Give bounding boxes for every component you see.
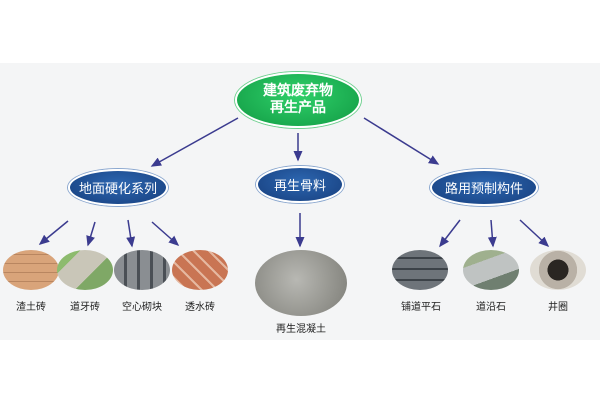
permeable-brick-image (172, 250, 228, 290)
arrow-cat0-item1 (86, 221, 96, 247)
arrow-root-to-cat2 (363, 117, 440, 165)
category-label: 再生骨料 (273, 179, 326, 194)
product-label: 井圈 (548, 302, 568, 313)
hollow-block-image (114, 250, 170, 290)
arrow-cat2-item1 (487, 219, 497, 248)
category-node-ground-hardening: 地面硬化系列 (68, 169, 168, 206)
arrow-cat0-item3 (151, 221, 180, 246)
product-label: 再生混凝土 (276, 324, 326, 335)
category-node-recycled-aggregate: 再生骨料 (256, 166, 344, 203)
product-label: 道牙砖 (70, 302, 100, 313)
root-node: 建筑废弃物 再生产品 (235, 72, 361, 128)
category-label: 地面硬化系列 (78, 182, 157, 197)
manhole-ring-image (530, 250, 586, 290)
arrow-cat0-item2 (126, 219, 136, 248)
arrow-cat0-item0 (38, 220, 69, 245)
paving-stone-image (392, 250, 448, 290)
product-label: 透水砖 (185, 302, 215, 313)
slag-brick-image (3, 250, 59, 290)
root-node-line2: 再生产品 (270, 100, 326, 116)
product-label: 道沿石 (476, 302, 506, 313)
category-node-road-precast: 路用预制构件 (430, 169, 538, 206)
category-label: 路用预制构件 (444, 182, 523, 197)
curbstone-image (463, 250, 519, 290)
product-label: 渣土砖 (16, 302, 46, 313)
product-label: 空心砌块 (122, 302, 162, 313)
arrow-cat2-item0 (439, 219, 461, 248)
recycled-concrete-image (255, 250, 347, 316)
product-label: 铺道平石 (401, 302, 441, 313)
arrow-cat2-item2 (519, 219, 550, 248)
root-node-line1: 建筑废弃物 (263, 83, 333, 99)
curb-brick-image (57, 250, 113, 290)
arrow-root-to-cat0 (150, 117, 239, 167)
